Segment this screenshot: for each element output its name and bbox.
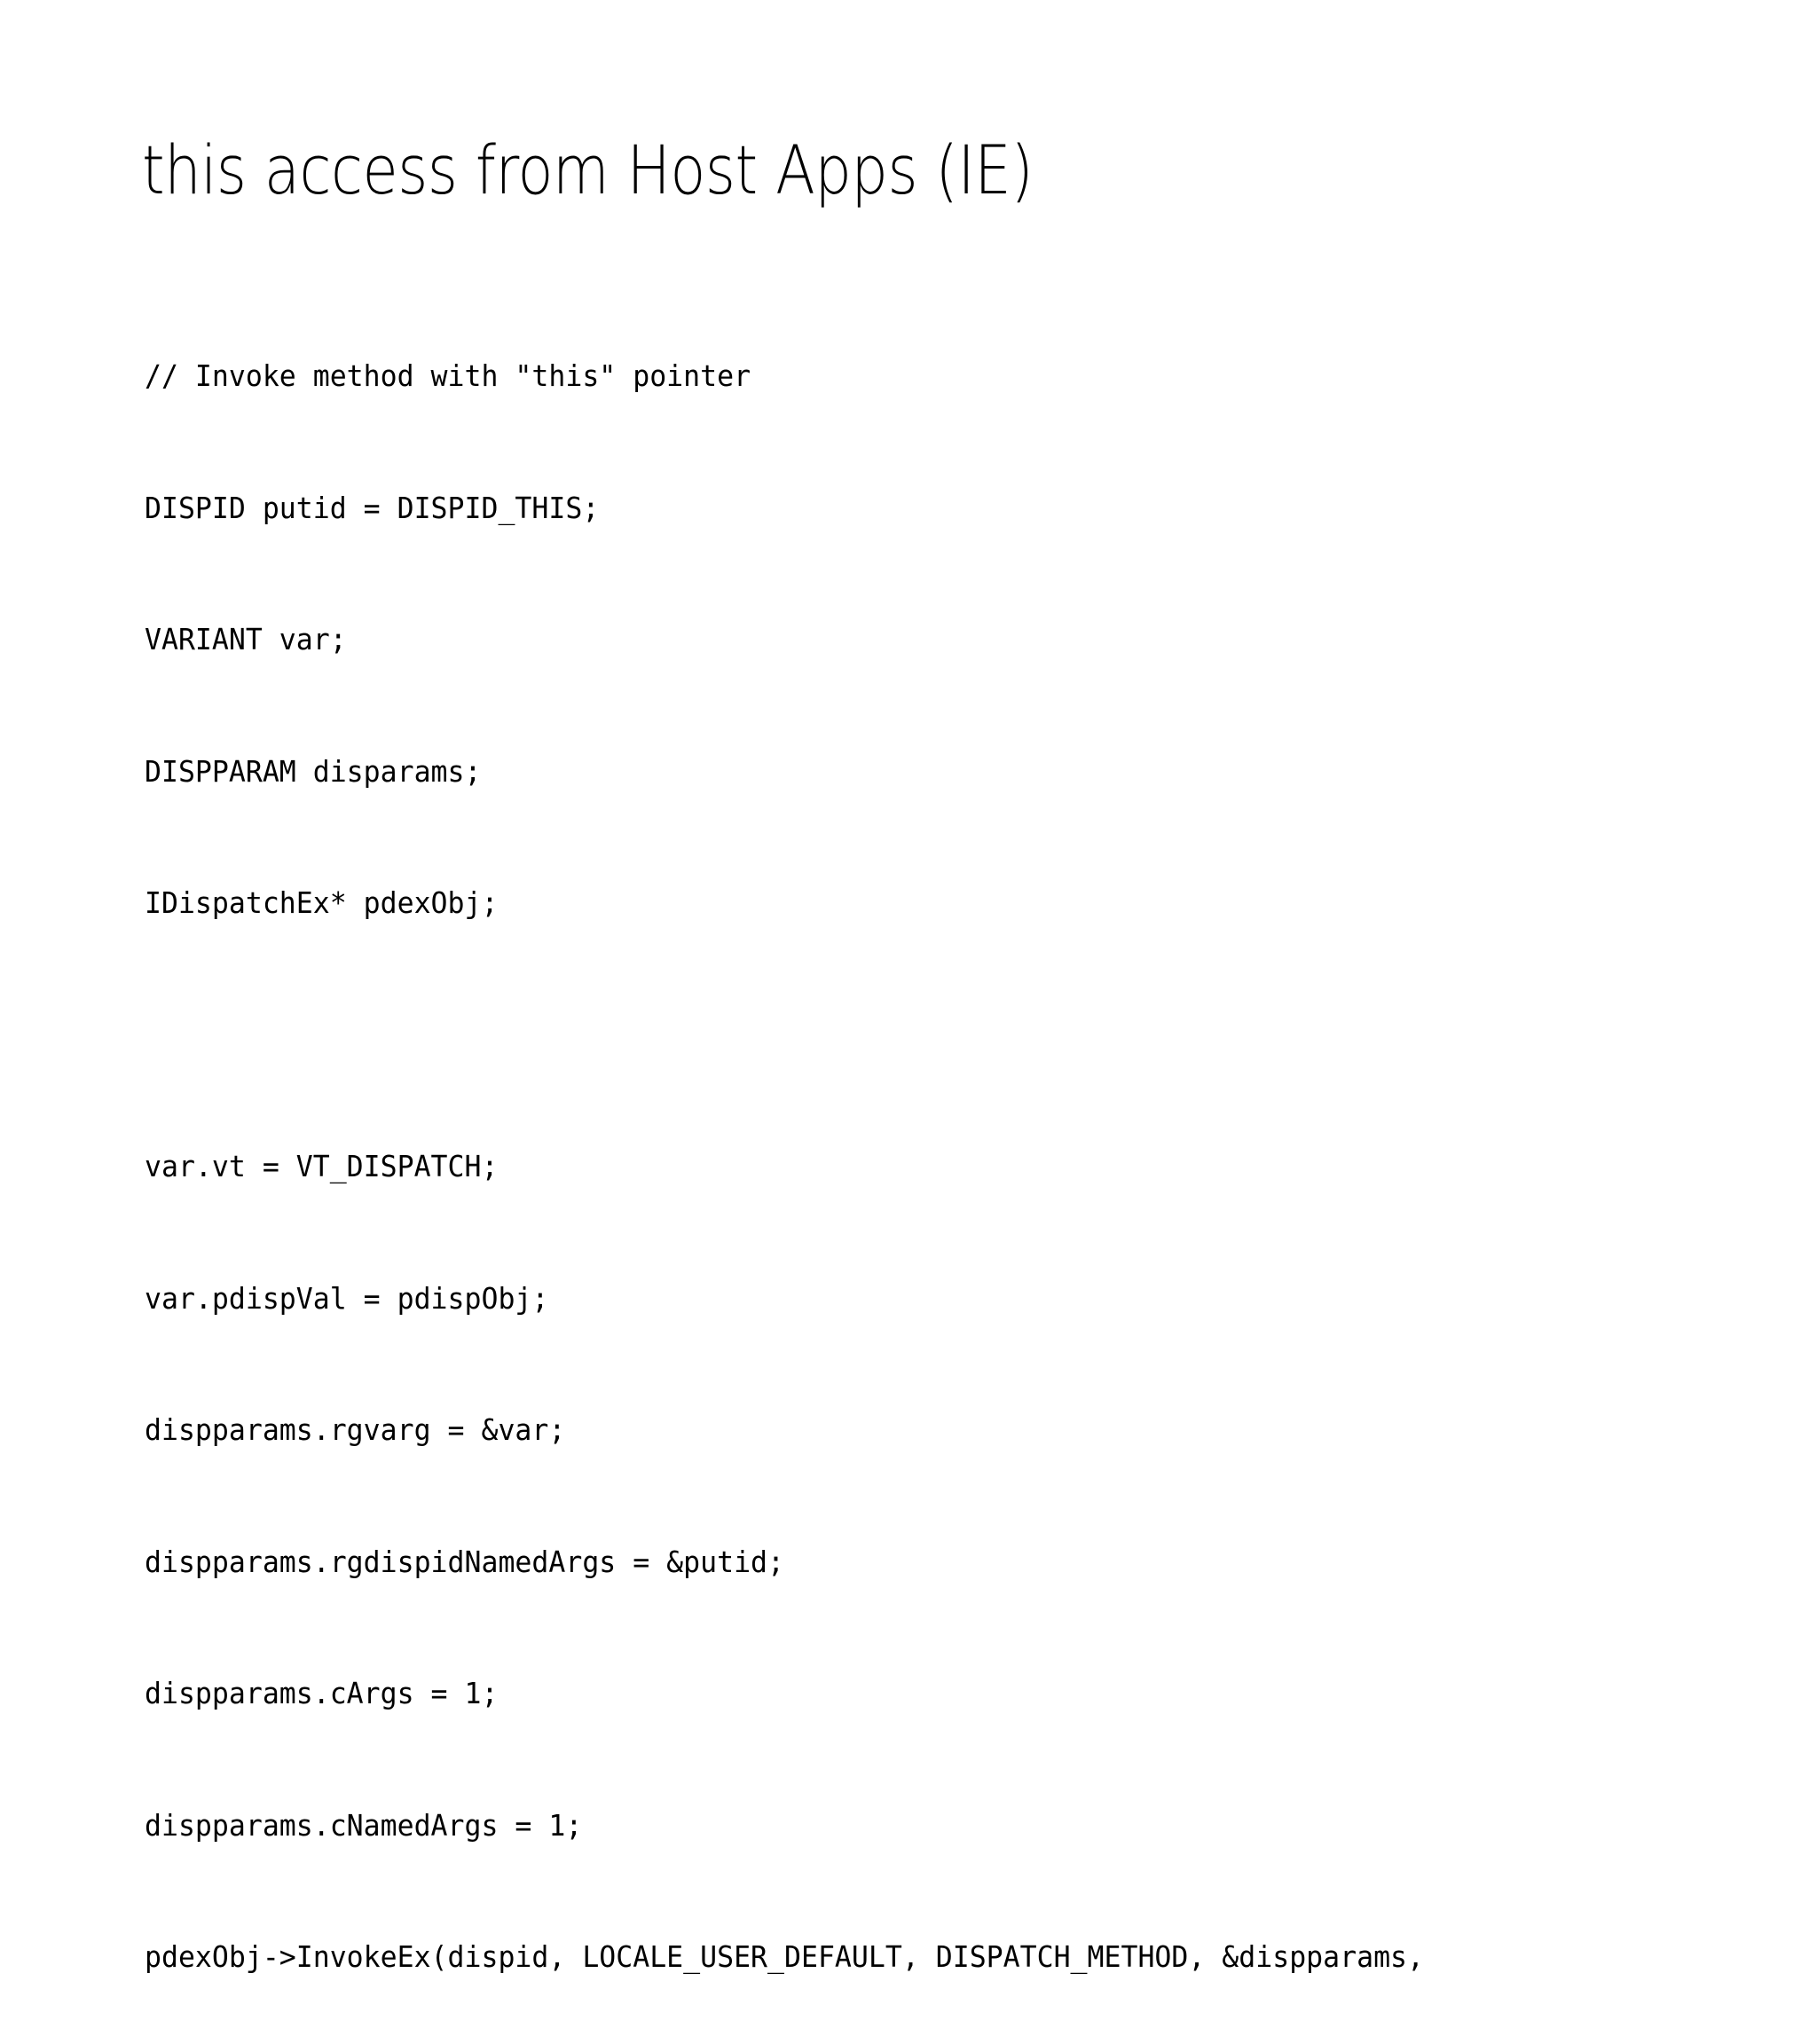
code-line: VARIANT var; xyxy=(145,622,347,656)
page-title: this access from Host Apps (IE) xyxy=(142,130,1034,209)
code-line: DISPPARAM disparams; xyxy=(145,753,482,789)
code-block: // Invoke method with "this" pointer DIS… xyxy=(145,266,1670,2044)
code-line: pdexObj->InvokeEx(dispid, LOCALE_USER_DE… xyxy=(145,1939,1425,1974)
code-line: dispparams.cNamedArgs = 1; xyxy=(145,1807,583,1843)
code-line: dispparams.rgvarg = &var; xyxy=(145,1412,566,1447)
code-line: dispparams.cArgs = 1; xyxy=(145,1676,499,1710)
code-line: DISPID putid = DISPID_THIS; xyxy=(145,490,600,525)
code-line: IDispatchEx* pdexObj; xyxy=(145,885,499,920)
code-line: var.vt = VT_DISPATCH; xyxy=(145,1149,499,1183)
code-line: // Invoke method with "this" pointer xyxy=(145,358,751,393)
presentation-slide: this access from Host Apps (IE) // Invok… xyxy=(142,130,1425,1974)
code-line: dispparams.rgdispidNamedArgs = &putid; xyxy=(145,1544,785,1579)
code-line: var.pdispVal = pdispObj; xyxy=(145,1280,549,1316)
code-line-blank xyxy=(145,1013,1670,1057)
